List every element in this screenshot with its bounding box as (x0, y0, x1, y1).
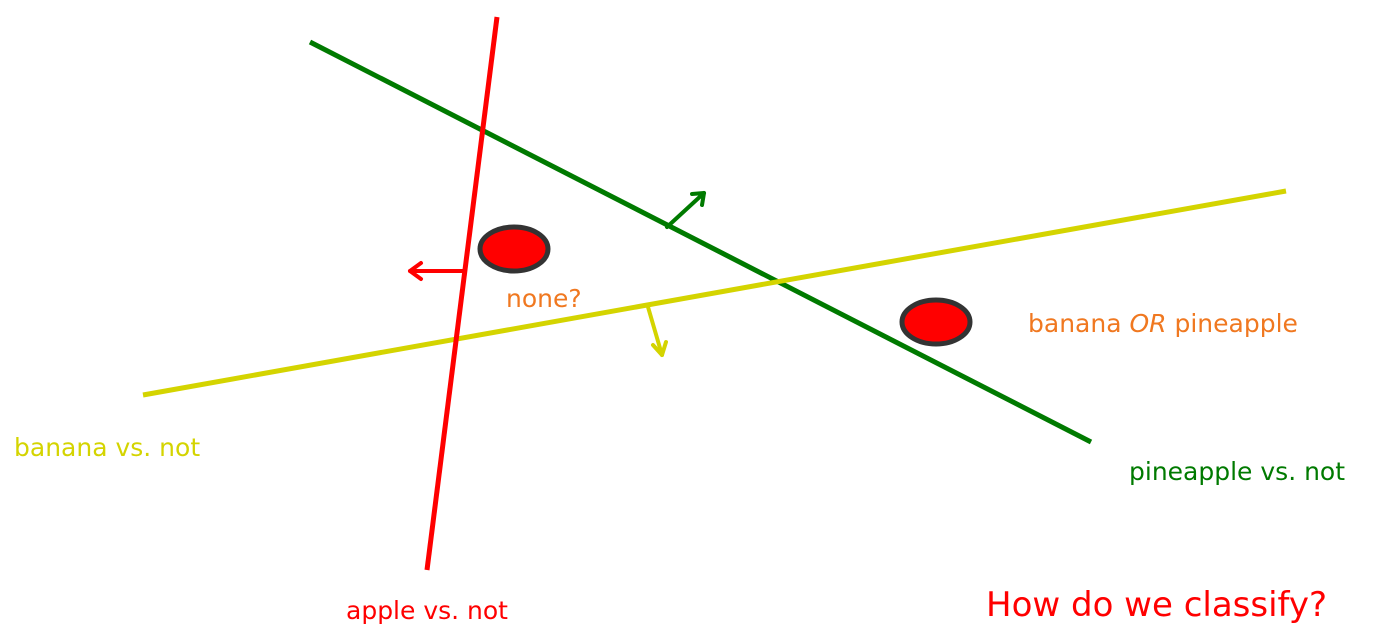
annotation-pineapple-text: pineapple (1166, 309, 1298, 338)
pineapple-vs-not-label: pineapple vs. not (1129, 457, 1346, 486)
banana-vs-not-label: banana vs. not (14, 433, 201, 462)
data-point-banana-or-pineapple (899, 297, 973, 347)
apple-direction-arrow (408, 261, 467, 281)
none-annotation: none? (506, 284, 582, 313)
banana-or-pineapple-annotation: banana OR pineapple (1028, 309, 1298, 339)
banana-direction-arrow (646, 305, 668, 357)
classify-question: How do we classify? (986, 585, 1328, 625)
banana-decision-line (142, 188, 1287, 398)
pineapple-direction-arrow (665, 191, 706, 229)
annotation-or-text: OR (1129, 309, 1167, 338)
apple-decision-line (424, 16, 500, 571)
annotation-banana-text: banana (1028, 309, 1130, 338)
pineapple-decision-line (308, 39, 1093, 445)
data-point-none (477, 224, 551, 274)
apple-vs-not-label: apple vs. not (346, 596, 508, 625)
